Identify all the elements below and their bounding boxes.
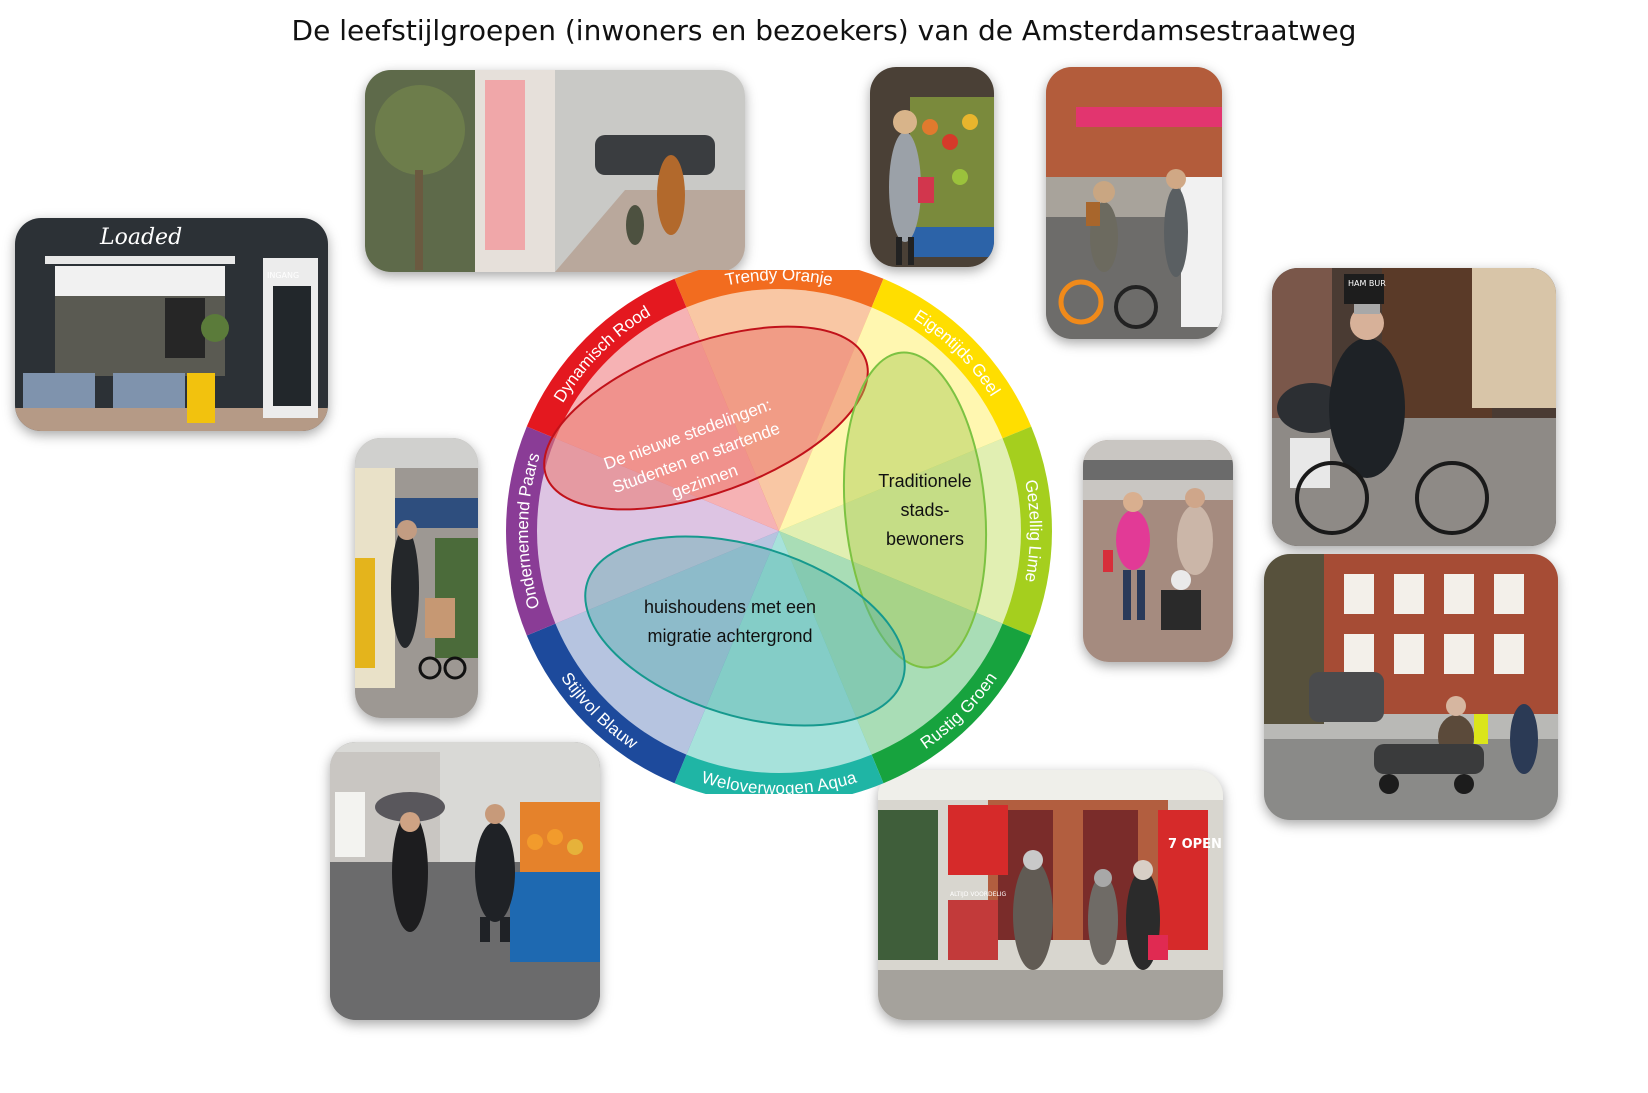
wheel-segment-4 — [779, 531, 1003, 755]
photo-women-with-dog-stroller — [1083, 440, 1233, 662]
shop-banner: ALTIJD VOORDELIG — [950, 891, 1006, 898]
page-title: De leefstijlgroepen (inwoners en bezoeke… — [291, 14, 1357, 47]
wheel-segment-6 — [555, 531, 779, 755]
photo-cafe-storefront: Loaded INGANG — [15, 218, 328, 431]
wheel-segment-5 — [686, 531, 872, 773]
wheel-label-1: Trendy Oranje — [723, 270, 834, 289]
photo-shop-front-women: 7 OPEN ALTIJD VOORDELIG — [878, 770, 1223, 1020]
photo-mobility-scooter-street — [1264, 554, 1558, 820]
cafe-sign: Loaded — [99, 225, 182, 250]
group-ellipse-1 — [543, 325, 869, 511]
hamburger-sign: HAM BUR — [1348, 279, 1386, 288]
photo-sidewalk-mother-child — [365, 70, 745, 272]
shop-open-sign: 7 OPEN — [1168, 837, 1222, 852]
photo-street-cyclist — [1046, 67, 1222, 339]
wheel-segment-3 — [779, 438, 1021, 624]
photo-market-stall-umbrella — [330, 742, 600, 1020]
group-ellipse-3 — [584, 535, 906, 727]
photo-man-on-bicycle: HAM BUR — [1272, 268, 1556, 546]
photo-fruit-stall-shopper — [870, 67, 994, 267]
wheel-segment-2 — [779, 307, 1003, 531]
photo-mother-with-stroller — [355, 438, 478, 718]
cafe-door-sign: INGANG — [267, 271, 299, 280]
group-ellipse-2 — [842, 351, 988, 669]
wheel-label-3: Gezellig Lime — [1022, 478, 1046, 584]
